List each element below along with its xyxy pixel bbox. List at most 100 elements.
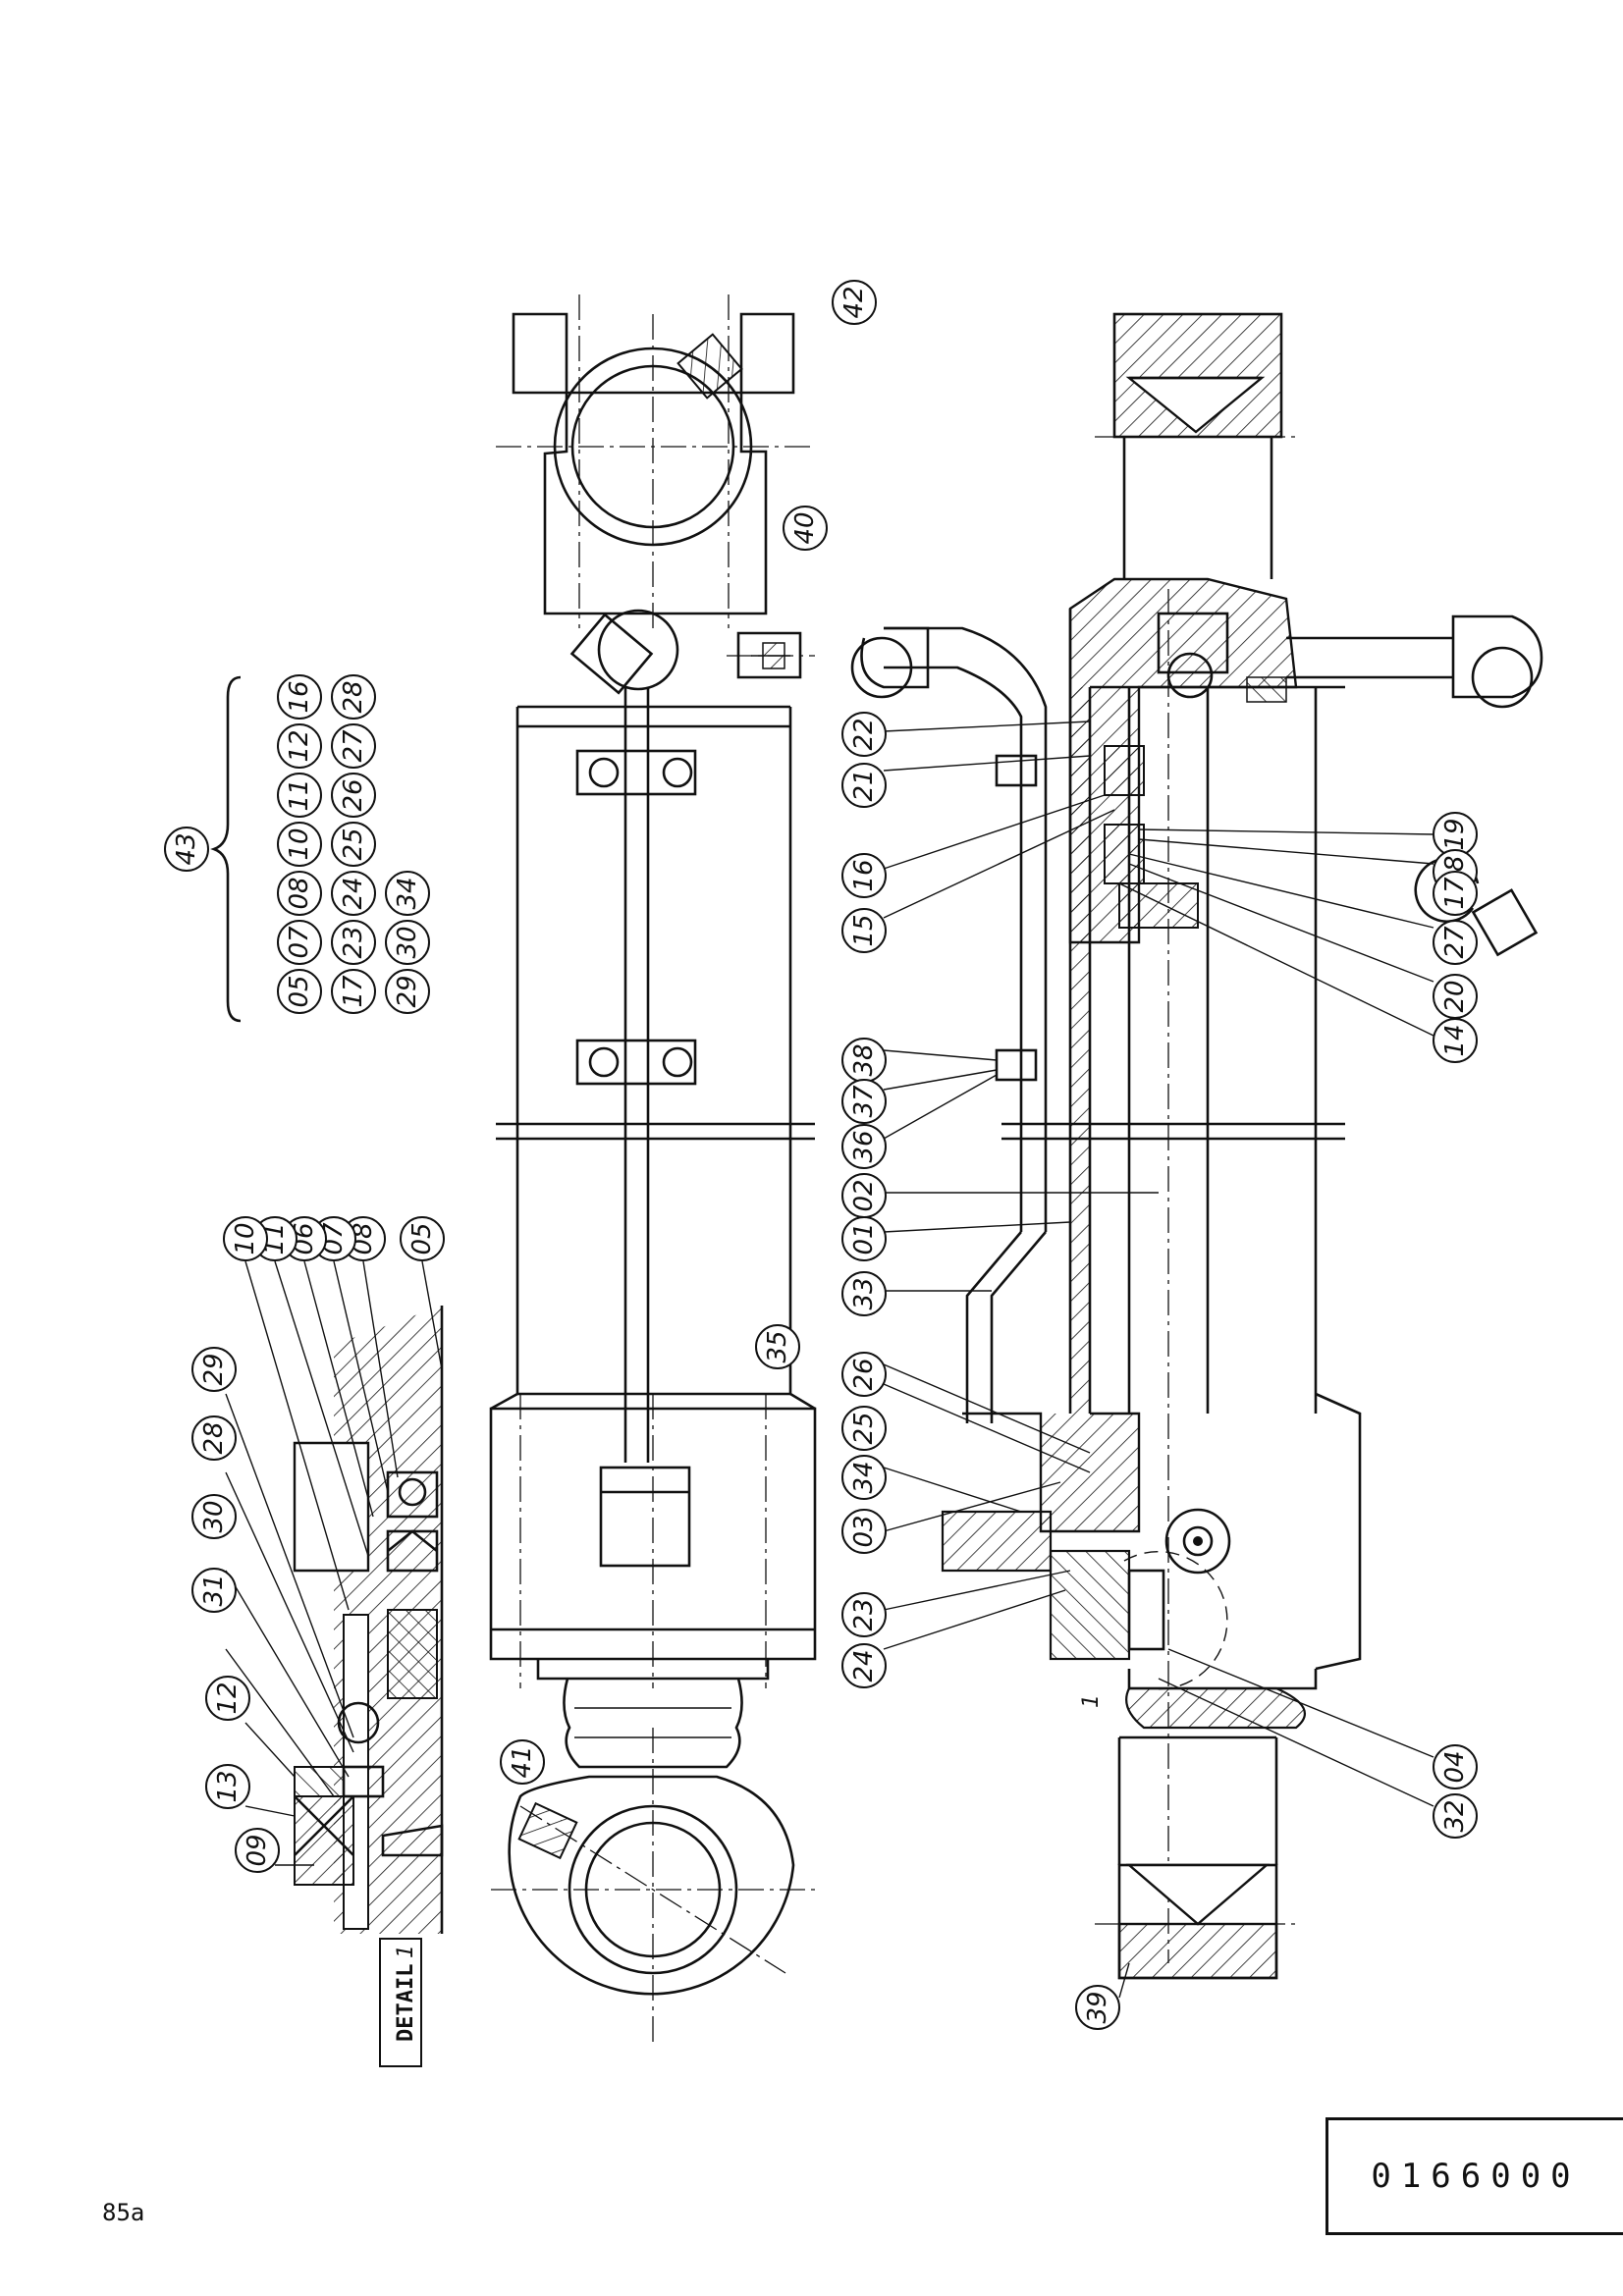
callout-label: 02 [849,1179,879,1211]
callout-label: 39 [1083,1991,1112,2023]
callout-12: 12 [277,723,322,769]
callout-circle [500,1739,545,1785]
callout-label: 20 [1440,980,1470,1012]
callout-35: 35 [755,1324,800,1369]
callout-17: 17 [1433,871,1478,916]
callout-circle [841,1352,887,1397]
callout-circle [205,1764,250,1809]
callout-label: 43 [172,832,201,865]
callout-label: 08 [285,877,314,909]
callout-36: 36 [841,1124,887,1169]
callout-40: 40 [783,506,828,551]
callout-34: 34 [385,871,430,916]
callout-circle [385,871,430,916]
callout-label: 10 [231,1222,260,1255]
callout-12: 12 [205,1676,250,1721]
callout-27: 27 [1433,920,1478,965]
callout-26: 26 [331,773,376,818]
callout-circle [783,506,828,551]
callout-04: 04 [1433,1744,1478,1789]
callout-circle [841,1124,887,1169]
callout-circle [841,908,887,953]
callout-41: 41 [500,1739,545,1785]
callout-label: 36 [849,1130,879,1162]
callout-circle [277,822,322,867]
callout-20: 20 [1433,974,1478,1019]
callout-16: 16 [277,674,322,720]
detail-marker-label: 1 [394,1945,418,1958]
callout-circle [331,773,376,818]
callout-circle [277,871,322,916]
callout-circle [1433,871,1478,916]
callout-21: 21 [841,763,887,808]
callout-label: 28 [339,680,368,713]
callout-27: 27 [331,723,376,769]
callout-circle [1433,920,1478,965]
callout-circle [1433,1793,1478,1839]
callout-circle [235,1828,280,1873]
callout-38: 38 [841,1038,887,1083]
callout-label: 33 [849,1277,879,1309]
exterior-view [489,294,817,2042]
callout-label: 26 [849,1358,879,1390]
callout-05: 05 [277,969,322,1014]
callout-17: 17 [331,969,376,1014]
callout-28: 28 [331,674,376,720]
callout-label: 30 [393,926,422,958]
callout-circle [191,1568,237,1613]
callout-label: 10 [285,828,314,860]
callout-label: 29 [199,1353,229,1385]
callout-circle [841,763,887,808]
callout-label: 29 [393,975,422,1007]
callout-circle [832,280,877,325]
callout-label: 40 [790,511,820,544]
callout-label: 19 [1440,818,1470,850]
callout-05: 05 [400,1216,445,1261]
callout-label: 16 [849,859,879,891]
callout-circle [277,723,322,769]
callout-circle [841,853,887,898]
callout-circle [223,1216,268,1261]
callout-circle [841,1592,887,1637]
callout-19: 19 [1433,812,1478,857]
drawing-number-box: 0166000 [1325,2117,1623,2235]
callout-label: 35 [763,1330,792,1362]
callout-label: 31 [199,1574,229,1606]
callout-label: 34 [849,1461,879,1493]
callout-circle [1075,1985,1120,2030]
callout-label: 24 [339,877,368,909]
callout-07: 07 [277,920,322,965]
callout-43: 43 [164,827,209,872]
callout-label: 13 [213,1770,243,1802]
callout-circle [331,871,376,916]
callout-circle [841,1079,887,1124]
callout-01: 01 [841,1216,887,1261]
callout-layer: 4240413521221516191817272014383736020133… [164,280,1478,2030]
callout-circle [1433,1018,1478,1063]
callout-label: 27 [339,729,368,763]
callout-circle [277,969,322,1014]
callout-23: 23 [841,1592,887,1637]
callout-13: 13 [205,1764,250,1809]
callout-circle [385,969,430,1014]
callout-23: 23 [331,920,376,965]
callout-circle [191,1347,237,1392]
callout-label: 14 [1440,1024,1470,1056]
callout-30: 30 [191,1494,237,1539]
callout-16: 16 [841,853,887,898]
callout-label: 27 [1440,926,1470,959]
callout-label: 16 [285,680,314,713]
callout-circle [1433,1744,1478,1789]
drawing-number: 0166000 [1371,2157,1581,2196]
callout-circle [385,920,430,965]
callout-label: 09 [243,1834,272,1866]
callout-label: 17 [1440,877,1470,910]
callout-label: 17 [339,975,368,1008]
callout-circle [841,1406,887,1451]
detail-label: DETAIL [394,1964,418,2042]
callout-08: 08 [277,871,322,916]
callout-label: 25 [339,828,368,860]
callout-label: 05 [407,1222,437,1255]
callout-label: 25 [849,1412,879,1444]
